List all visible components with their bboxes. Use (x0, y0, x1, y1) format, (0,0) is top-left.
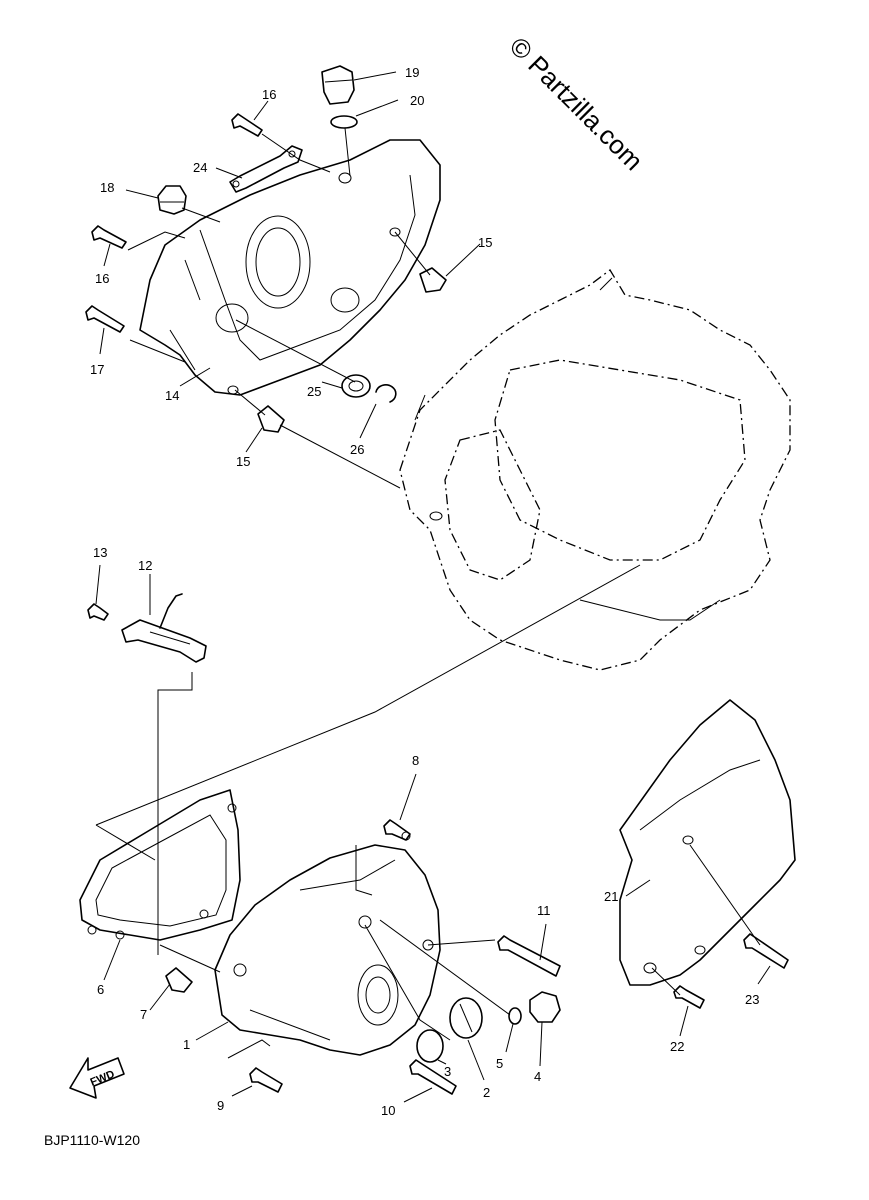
callout-11: 11 (537, 903, 551, 918)
callout-22: 22 (670, 1039, 684, 1054)
callout-6: 6 (97, 982, 104, 997)
callout-25: 25 (307, 384, 321, 399)
callout-4: 4 (534, 1069, 541, 1084)
bolt-22 (673, 985, 705, 1009)
oil-filler-cap-19 (321, 65, 355, 105)
bolt-23 (743, 933, 789, 969)
callout-8: 8 (412, 753, 419, 768)
oil-seal-25 (341, 374, 371, 398)
callout-21: 21 (604, 889, 618, 904)
dowel-7 (165, 967, 193, 993)
callout-13: 13 (93, 545, 107, 560)
bolt-10 (409, 1059, 457, 1095)
callout-16a: 16 (262, 87, 276, 102)
bolt-8 (383, 819, 411, 841)
callout-2: 2 (483, 1085, 490, 1100)
bolt-16a (231, 113, 263, 137)
callout-3: 3 (444, 1064, 451, 1079)
diagram-code: BJP1110-W120 (44, 1132, 140, 1148)
callout-23: 23 (745, 992, 759, 1007)
bracket-24 (229, 145, 303, 193)
callout-17: 17 (90, 362, 104, 377)
crankcase-cover-1 (214, 844, 441, 1056)
sprocket-cover-21 (619, 699, 796, 986)
bolt-11 (497, 935, 561, 977)
gear-18 (157, 185, 187, 215)
circlip-26 (375, 384, 397, 403)
o-ring-20 (330, 115, 358, 129)
callouts: 1 2 3 4 5 6 7 8 9 10 11 12 13 14 15 15 1… (90, 65, 759, 1118)
dowel-15a (419, 267, 447, 293)
callout-7: 7 (140, 1007, 147, 1022)
callout-26: 26 (350, 442, 364, 457)
callout-1: 1 (183, 1037, 190, 1052)
bolt-9 (249, 1067, 283, 1093)
bolt-16b (91, 225, 127, 249)
watermark: © Partzilla.com (504, 31, 649, 176)
o-ring-3 (416, 1029, 444, 1063)
callout-9: 9 (217, 1098, 224, 1113)
callout-15a: 15 (478, 235, 492, 250)
callout-10: 10 (381, 1103, 395, 1118)
callout-20: 20 (410, 93, 424, 108)
crankcase-cover-14 (139, 139, 441, 396)
callout-leaders (95, 71, 771, 1103)
gasket-6 (79, 789, 241, 941)
callout-19: 19 (405, 65, 419, 80)
plug-4 (529, 991, 561, 1023)
callout-12: 12 (138, 558, 152, 573)
callout-16b: 16 (95, 271, 109, 286)
o-ring-5 (508, 1007, 522, 1025)
callout-18: 18 (100, 180, 114, 195)
engine-block (399, 269, 791, 671)
lever-12 (121, 593, 207, 663)
callout-15b: 15 (236, 454, 250, 469)
callout-14: 14 (165, 388, 179, 403)
guide-lines (95, 127, 761, 1059)
bolt-13 (87, 603, 109, 621)
bolt-17 (85, 305, 125, 333)
plug-2 (449, 997, 483, 1039)
callout-24: 24 (193, 160, 207, 175)
callout-5: 5 (496, 1056, 503, 1071)
fwd-arrow-icon: FWD (69, 1057, 125, 1099)
